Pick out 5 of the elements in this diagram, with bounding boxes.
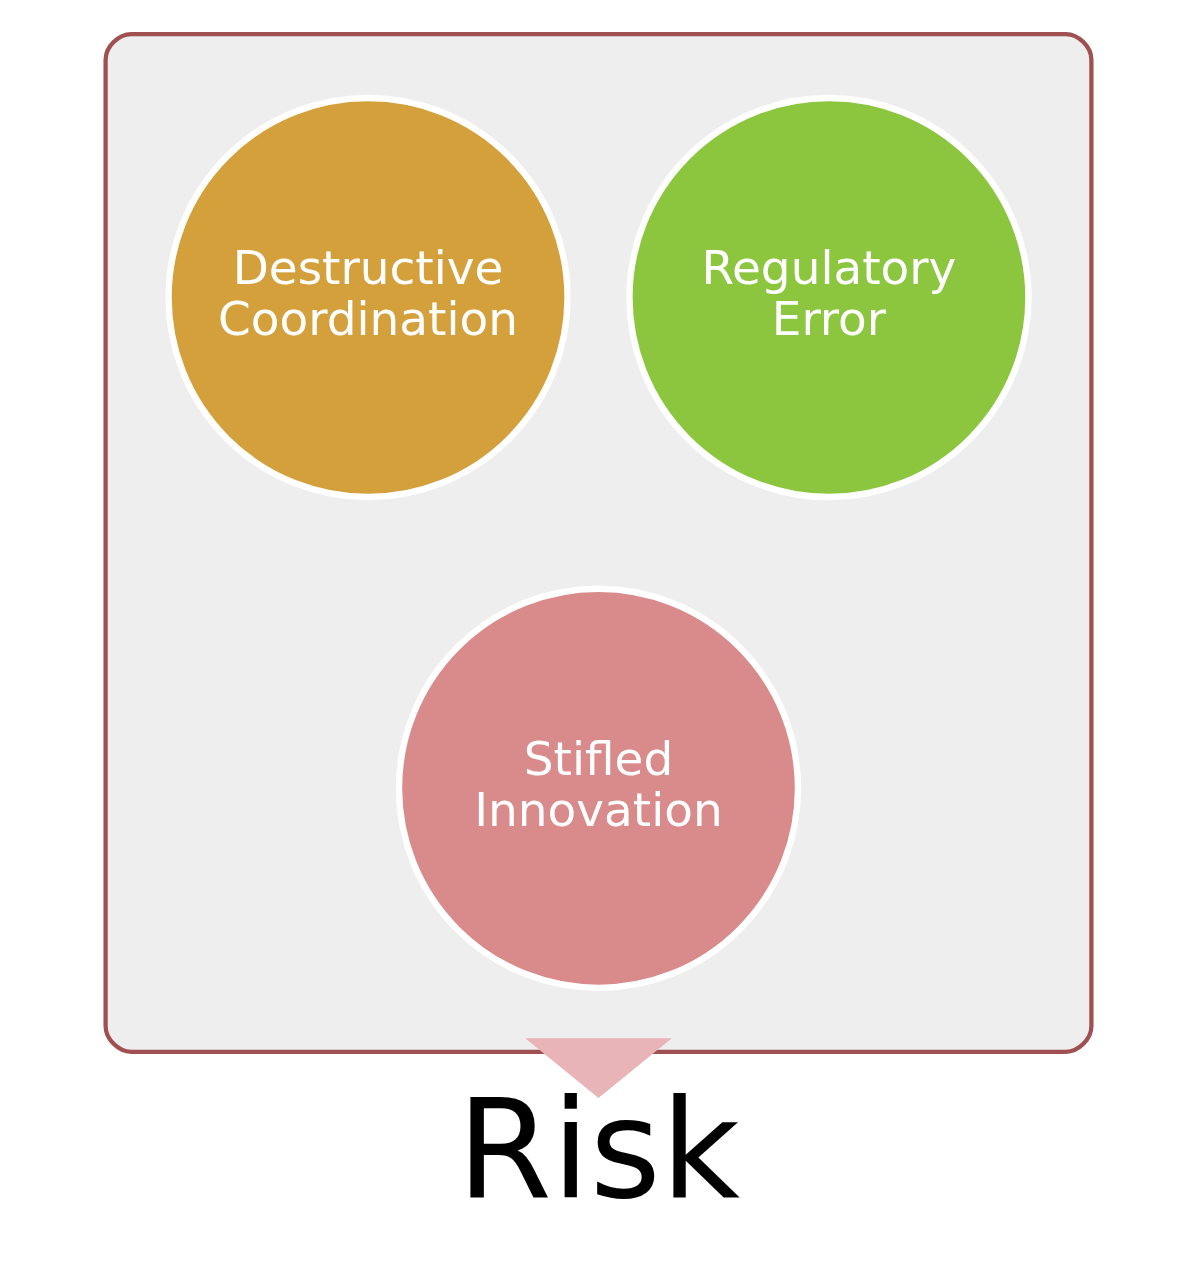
node-circle: Regulatory Error	[625, 94, 1032, 501]
arrow	[524, 1038, 672, 1099]
node-circle: Destructive Coordination	[164, 94, 571, 501]
node-text: Risk	[456, 1070, 740, 1230]
node-circle: Stifled Innovation	[395, 585, 801, 992]
